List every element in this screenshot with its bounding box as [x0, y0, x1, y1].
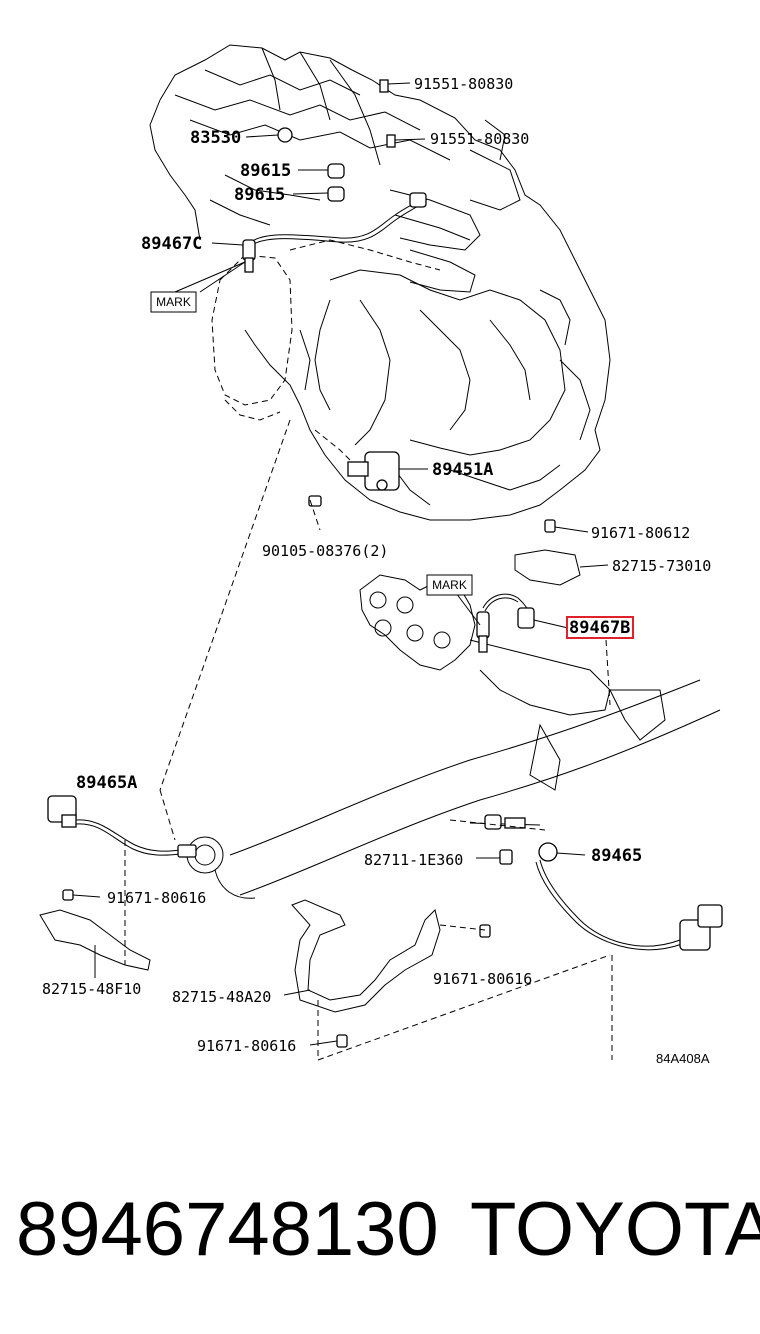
callout-91671-80612[interactable]: 91671-80612	[591, 524, 690, 542]
mark-upper: MARK	[150, 291, 197, 313]
callout-91551-80830-top[interactable]: 91551-80830	[414, 75, 513, 93]
footer: 8946748130 TOYOTA	[0, 1185, 760, 1275]
callout-89615-b[interactable]: 89615	[234, 185, 285, 205]
part-number: 8946748130	[16, 1187, 439, 1272]
callout-83530[interactable]: 83530	[190, 128, 241, 148]
fasteners-top	[277, 79, 396, 202]
leader-lines	[72, 82, 609, 1046]
highlight-box	[566, 616, 634, 639]
callout-90105-08376[interactable]: 90105-08376(2)	[262, 542, 388, 560]
callout-91671-80616-bottom[interactable]: 91671-80616	[197, 1037, 296, 1055]
figure-code: 84A408A	[656, 1051, 710, 1066]
callout-89615-a[interactable]: 89615	[240, 161, 291, 181]
mark-lower: MARK	[426, 574, 473, 596]
sensor-89451a-drawing	[308, 451, 400, 507]
callout-82715-48f10[interactable]: 82715-48F10	[42, 980, 141, 998]
sensor-89465a-drawing	[47, 795, 197, 858]
callout-89451a[interactable]: 89451A	[432, 460, 493, 480]
callout-82711-1e360[interactable]: 82711-1E360	[364, 851, 463, 869]
callout-89467c[interactable]: 89467C	[141, 234, 202, 254]
brand-name: TOYOTA	[470, 1187, 760, 1272]
callout-91551-80830-mid[interactable]: 91551-80830	[430, 130, 529, 148]
svg-text:MARK: MARK	[432, 578, 467, 592]
exhaust-manifold-drawing	[359, 519, 611, 716]
callout-89467b[interactable]: 89467B	[569, 618, 630, 638]
engine-block-drawing	[149, 44, 611, 521]
callout-89465[interactable]: 89465	[591, 846, 642, 866]
parts-diagram: MARK MARK 91551-80830 91551-80830 83530 …	[39, 44, 723, 1066]
callout-89465a[interactable]: 89465A	[76, 773, 137, 793]
sensor-89465-drawing	[469, 814, 723, 951]
callout-82715-73010[interactable]: 82715-73010	[612, 557, 711, 575]
svg-text:MARK: MARK	[156, 295, 191, 309]
hidden-leader-lines	[124, 419, 613, 1061]
sensor-89467b-drawing	[476, 593, 535, 653]
callout-82715-48a20[interactable]: 82715-48A20	[172, 988, 271, 1006]
sensor-89467c-drawing	[242, 192, 427, 273]
callout-91671-80616-mid[interactable]: 91671-80616	[433, 970, 532, 988]
callout-91671-80616-left[interactable]: 91671-80616	[107, 889, 206, 907]
